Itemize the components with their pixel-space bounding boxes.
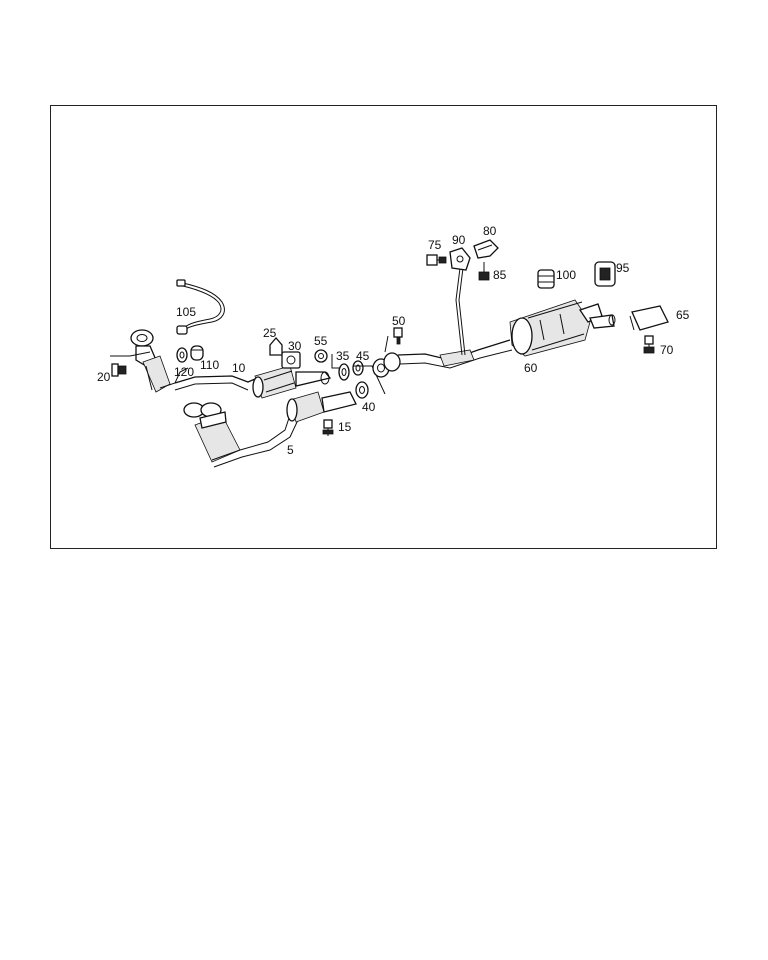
label-70: 70 bbox=[660, 343, 674, 357]
front-pipe-10 bbox=[174, 365, 332, 399]
label-30: 30 bbox=[288, 339, 302, 353]
clamp-25 bbox=[269, 337, 283, 356]
callout-labels: 105 25 30 55 35 45 50 75 90 80 85 100 95… bbox=[97, 224, 690, 457]
gasket-120 bbox=[176, 347, 188, 363]
label-10: 10 bbox=[232, 361, 246, 375]
label-120: 120 bbox=[174, 365, 194, 379]
label-15: 15 bbox=[338, 420, 352, 434]
label-5: 5 bbox=[287, 443, 294, 457]
label-25: 25 bbox=[263, 326, 277, 340]
bolt-70 bbox=[643, 335, 655, 354]
hanger-95 bbox=[594, 261, 616, 287]
hanger-strap bbox=[455, 267, 463, 356]
label-65: 65 bbox=[676, 308, 690, 322]
front-left-catalyst bbox=[130, 329, 189, 393]
gasket-35 bbox=[338, 363, 350, 381]
label-85: 85 bbox=[493, 268, 507, 282]
oxygen-sensor bbox=[176, 279, 225, 335]
intermediate-pipe bbox=[397, 339, 513, 369]
seal-40 bbox=[355, 381, 369, 399]
label-95: 95 bbox=[616, 261, 630, 275]
bolt-75 bbox=[426, 254, 447, 266]
label-55: 55 bbox=[314, 334, 328, 348]
leader-35 bbox=[331, 354, 340, 369]
label-100: 100 bbox=[556, 268, 576, 282]
label-40: 40 bbox=[362, 400, 376, 414]
bolt-20 bbox=[110, 351, 151, 377]
leader-40 bbox=[353, 365, 386, 395]
rubber-mount-100 bbox=[537, 269, 555, 289]
flange-50 bbox=[372, 327, 403, 378]
bolt-15 bbox=[322, 419, 334, 436]
bracket-90 bbox=[449, 247, 471, 271]
rear-muffler-60 bbox=[509, 299, 616, 357]
label-35: 35 bbox=[336, 349, 350, 363]
label-75: 75 bbox=[428, 238, 442, 252]
gasket-45 bbox=[352, 360, 364, 376]
label-60: 60 bbox=[524, 361, 538, 375]
label-80: 80 bbox=[483, 224, 497, 238]
front-right-catalyst-5 bbox=[183, 391, 357, 468]
bracket-80 bbox=[473, 239, 499, 259]
bracket-30 bbox=[281, 351, 301, 369]
label-20: 20 bbox=[97, 370, 111, 384]
label-50: 50 bbox=[392, 314, 406, 328]
label-45: 45 bbox=[356, 349, 370, 363]
label-90: 90 bbox=[452, 233, 466, 247]
label-110: 110 bbox=[200, 358, 219, 372]
label-105: 105 bbox=[176, 305, 196, 319]
tail-pipe-trim-65 bbox=[629, 305, 669, 331]
bolt-85 bbox=[478, 262, 490, 281]
nut-55 bbox=[314, 349, 328, 363]
clamp-110 bbox=[190, 345, 204, 361]
